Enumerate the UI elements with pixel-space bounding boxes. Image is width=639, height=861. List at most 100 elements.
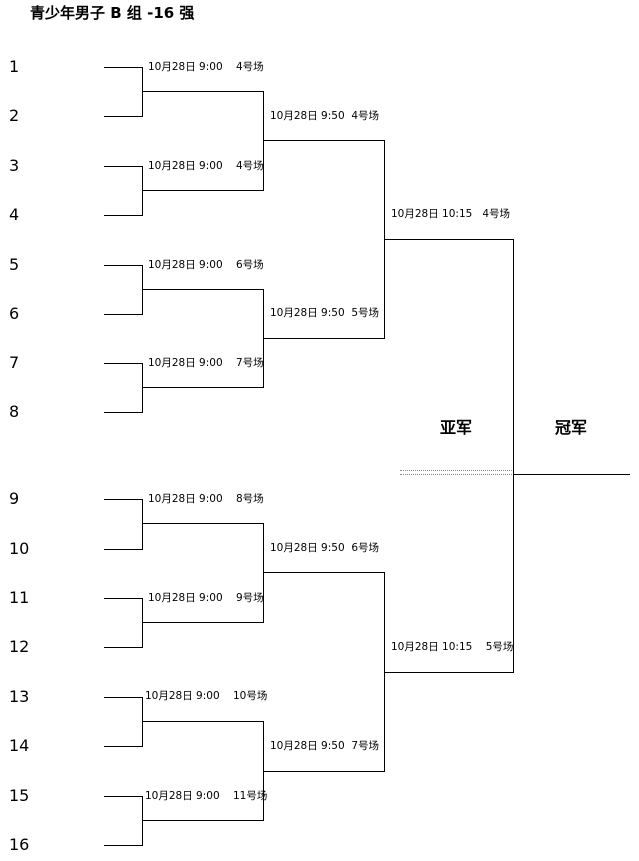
r1-line xyxy=(104,67,143,68)
r2-line xyxy=(142,190,264,191)
seed-1: 1 xyxy=(9,57,20,76)
r1-match-label: 10月28日 9:00 4号场 xyxy=(148,60,264,74)
runner-up-line xyxy=(400,470,512,475)
r3-line xyxy=(263,572,385,573)
r1-match-label: 10月28日 9:00 4号场 xyxy=(148,159,264,173)
champion-line xyxy=(513,474,630,475)
r1-line xyxy=(142,499,143,550)
r1-line xyxy=(104,598,143,599)
match-court: 4号场 xyxy=(351,110,380,122)
match-time: 10月28日 9:00 xyxy=(148,61,223,73)
r1-line xyxy=(104,746,143,747)
r1-match-label: 10月28日 9:00 8号场 xyxy=(148,492,264,506)
match-court: 6号场 xyxy=(236,259,264,271)
r1-line xyxy=(104,363,143,364)
r2-line xyxy=(263,91,264,191)
match-court: 4号场 xyxy=(236,61,264,73)
r1-match-label: 10月28日 9:00 6号场 xyxy=(148,258,264,272)
match-time: 10月28日 9:00 xyxy=(148,160,223,172)
r1-line xyxy=(104,697,143,698)
seed-6: 6 xyxy=(9,304,20,323)
seed-4: 4 xyxy=(9,205,20,224)
r3-line xyxy=(263,140,385,141)
r1-line xyxy=(104,166,143,167)
match-court: 4号场 xyxy=(482,208,511,220)
r1-match-label: 10月28日 9:00 11号场 xyxy=(145,789,267,803)
r2-line xyxy=(142,91,264,92)
match-court: 5号场 xyxy=(351,307,380,319)
match-court: 4号场 xyxy=(236,160,264,172)
seed-16: 16 xyxy=(9,835,30,854)
match-court: 10号场 xyxy=(233,690,268,702)
final-line xyxy=(384,672,514,673)
r3-line xyxy=(263,338,385,339)
seed-8: 8 xyxy=(9,402,20,421)
match-court: 11号场 xyxy=(233,790,268,802)
match-time: 10月28日 10:15 xyxy=(391,641,473,653)
match-time: 10月28日 9:00 xyxy=(145,690,220,702)
r2-match-label: 10月28日 9:50 4号场 xyxy=(270,109,379,123)
r1-line xyxy=(104,314,143,315)
r1-line xyxy=(104,265,143,266)
match-court: 7号场 xyxy=(351,740,380,752)
champion-label: 冠军 xyxy=(555,418,588,437)
r1-line xyxy=(104,845,143,846)
r1-line xyxy=(142,67,143,117)
r2-line xyxy=(142,622,264,623)
r1-match-label: 10月28日 9:00 10号场 xyxy=(145,689,267,703)
seed-7: 7 xyxy=(9,353,20,372)
r1-line xyxy=(104,647,143,648)
bracket-title: 青少年男子 B 组 -16 强 xyxy=(30,4,195,22)
match-time: 10月28日 9:00 xyxy=(148,592,223,604)
r2-line xyxy=(142,387,264,388)
match-court: 9号场 xyxy=(236,592,264,604)
seed-13: 13 xyxy=(9,687,30,706)
r1-line xyxy=(104,412,143,413)
seed-12: 12 xyxy=(9,637,30,656)
match-time: 10月28日 9:00 xyxy=(148,493,223,505)
match-court: 5号场 xyxy=(485,641,514,653)
match-time: 10月28日 9:50 xyxy=(270,740,345,752)
r2-line xyxy=(142,820,264,821)
match-court: 8号场 xyxy=(236,493,264,505)
match-time: 10月28日 9:50 xyxy=(270,542,345,554)
r1-match-label: 10月28日 9:00 7号场 xyxy=(148,356,264,370)
seed-10: 10 xyxy=(9,539,30,558)
r1-line xyxy=(104,116,143,117)
final-line xyxy=(513,239,514,673)
seed-15: 15 xyxy=(9,786,30,805)
match-court: 6号场 xyxy=(351,542,380,554)
match-time: 10月28日 9:00 xyxy=(148,259,223,271)
r1-line xyxy=(104,796,143,797)
r3-match-label: 10月28日 10:15 5号场 xyxy=(391,640,513,654)
match-time: 10月28日 9:50 xyxy=(270,110,345,122)
r2-match-label: 10月28日 9:50 5号场 xyxy=(270,306,379,320)
r1-line xyxy=(142,265,143,315)
r1-line xyxy=(104,549,143,550)
seed-5: 5 xyxy=(9,255,20,274)
r3-match-label: 10月28日 10:15 4号场 xyxy=(391,207,510,221)
match-court: 7号场 xyxy=(236,357,264,369)
runner-up-label: 亚军 xyxy=(440,418,473,437)
match-time: 10月28日 9:50 xyxy=(270,307,345,319)
seed-14: 14 xyxy=(9,736,30,755)
seed-11: 11 xyxy=(9,588,30,607)
final-line xyxy=(384,239,514,240)
match-time: 10月28日 9:00 xyxy=(148,357,223,369)
seed-9: 9 xyxy=(9,489,20,508)
seed-2: 2 xyxy=(9,106,20,125)
r1-line xyxy=(104,499,143,500)
r1-line xyxy=(142,697,143,747)
r1-line xyxy=(104,215,143,216)
r1-line xyxy=(142,796,143,846)
r2-match-label: 10月28日 9:50 6号场 xyxy=(270,541,379,555)
r2-line xyxy=(142,523,264,524)
r2-line xyxy=(142,721,264,722)
r1-match-label: 10月28日 9:00 9号场 xyxy=(148,591,264,605)
r1-line xyxy=(142,363,143,413)
r3-line xyxy=(263,771,385,772)
r1-line xyxy=(142,598,143,648)
r2-line xyxy=(263,523,264,623)
r1-line xyxy=(142,166,143,216)
match-time: 10月28日 10:15 xyxy=(391,208,473,220)
